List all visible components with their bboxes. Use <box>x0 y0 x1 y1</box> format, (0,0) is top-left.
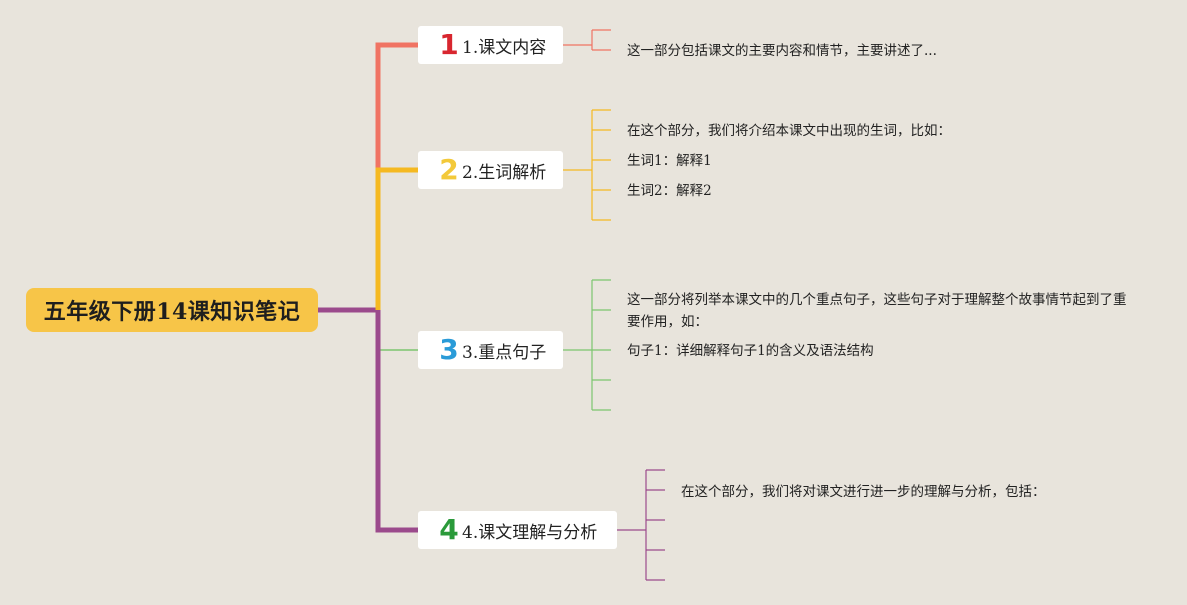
connector-branch-4 <box>375 310 418 533</box>
branch-node-2[interactable]: 2 2.生词解析 <box>418 151 563 189</box>
number-3-icon: 3 <box>439 333 459 366</box>
number-1-icon: 1 <box>439 28 459 61</box>
number-4-icon: 4 <box>439 513 459 546</box>
branch-label-2: 2.生词解析 <box>462 162 547 183</box>
branch-node-3[interactable]: 3 3.重点句子 <box>418 331 563 369</box>
note-2-3[interactable]: 生词2：解释2 <box>627 183 712 199</box>
note-2-1[interactable]: 在这个部分，我们将介绍本课文中出现的生词，比如： <box>627 123 951 139</box>
note-4-1[interactable]: 在这个部分，我们将对课文进行进一步的理解与分析，包括： <box>681 484 1046 500</box>
bracket-2 <box>563 109 611 221</box>
note-3-1[interactable]: 这一部分将列举本课文中的几个重点句子，这些句子对于理解整个故事情节起到了重要作用… <box>627 292 1127 330</box>
bracket-4 <box>617 469 665 581</box>
branch-node-1[interactable]: 1 1.课文内容 <box>418 26 563 64</box>
connector-branch-2 <box>375 167 418 310</box>
note-2-2[interactable]: 生词1：解释1 <box>627 153 712 169</box>
bracket-3 <box>563 279 611 411</box>
branch-node-4[interactable]: 4 4.课文理解与分析 <box>418 511 617 549</box>
root-topic[interactable]: 五年级下册14课知识笔记 <box>26 288 318 332</box>
note-1-1[interactable]: 这一部分包括课文的主要内容和情节，主要讲述了... <box>627 43 937 59</box>
connector-branch-1 <box>375 42 418 310</box>
branch-label-3: 3.重点句子 <box>462 342 547 363</box>
note-3-2[interactable]: 句子1：详细解释句子1的含义及语法结构 <box>627 343 874 359</box>
bracket-1 <box>563 29 611 51</box>
number-2-icon: 2 <box>439 153 459 186</box>
branch-label-4: 4.课文理解与分析 <box>462 522 598 543</box>
branch-label-1: 1.课文内容 <box>462 37 547 58</box>
